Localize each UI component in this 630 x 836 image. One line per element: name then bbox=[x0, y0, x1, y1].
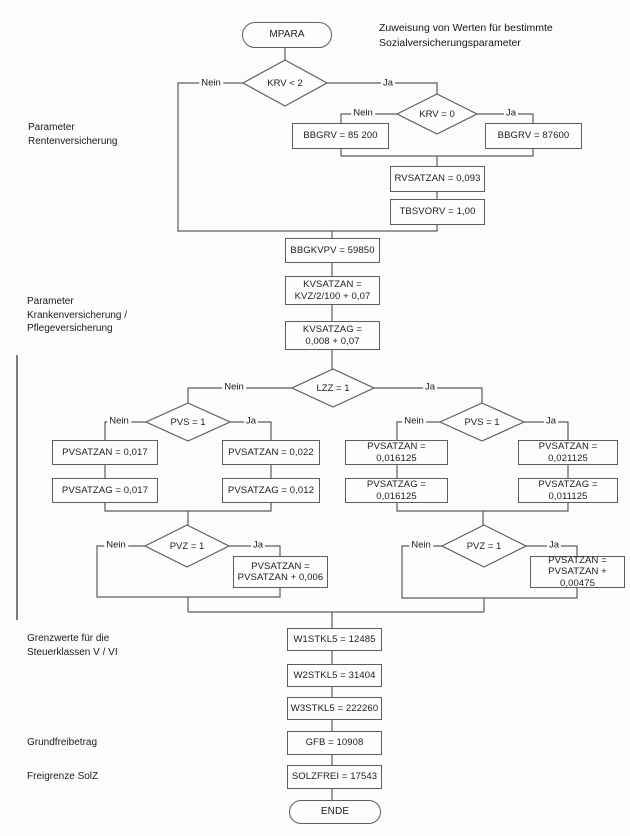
branch-label-nein: Nein bbox=[409, 539, 433, 551]
process-pvsatzan-a: PVSATZAN = 0,017 bbox=[52, 440, 158, 465]
decision-krv-eq-0: KRV = 0 bbox=[419, 108, 455, 120]
process-bbgrv-ja: BBGRV = 87600 bbox=[485, 123, 582, 149]
branch-label-ja: Ja bbox=[250, 539, 266, 551]
process-rvsatzan: RVSATZAN = 0,093 bbox=[390, 166, 485, 192]
process-line: KVZ/2/100 + 0,07 bbox=[294, 290, 371, 302]
diagram-annotation: Zuweisung von Werten für bestimmte Sozia… bbox=[379, 21, 553, 50]
process-gfb: GFB = 10908 bbox=[287, 731, 382, 755]
process-w1stkl5: W1STKL5 = 12485 bbox=[287, 628, 382, 651]
process-tbsvorv: TBSVORV = 1,00 bbox=[390, 199, 485, 225]
process-solzfrei: SOLZFREI = 17543 bbox=[287, 765, 382, 789]
section-label-line: Krankenversicherung / bbox=[27, 309, 128, 321]
section-label-freigrenze-solz: Freigrenze SolZ bbox=[27, 771, 99, 782]
section-label-line: Parameter bbox=[27, 296, 74, 307]
process-line: PVSATZAN + 0,006 bbox=[237, 572, 324, 583]
branch-label-ja: Ja bbox=[243, 415, 259, 427]
branch-label-ja: Ja bbox=[543, 415, 559, 427]
process-line: 0,008 + 0,07 bbox=[305, 335, 360, 347]
process-pvsatzan-d: PVSATZAN = 0,021125 bbox=[518, 440, 618, 465]
section-label-line: Parameter bbox=[28, 122, 75, 133]
process-kvsatzag: KVSATZAG = 0,008 + 0,07 bbox=[285, 321, 380, 350]
process-pvsatzag-c: PVSATZAG = 0,016125 bbox=[345, 478, 448, 503]
decision-krv-lt-2: KRV < 2 bbox=[267, 77, 303, 89]
process-pvsatzag-b: PVSATZAG = 0,012 bbox=[222, 478, 320, 503]
branch-label-nein: Nein bbox=[222, 381, 246, 393]
section-label-line: Grenzwerte für die bbox=[27, 633, 110, 644]
process-pvz-add-left: PVSATZAN = PVSATZAN + 0,006 bbox=[233, 556, 328, 588]
branch-label-ja: Ja bbox=[503, 107, 519, 119]
section-label-line: Steuerklassen V / VI bbox=[27, 646, 118, 658]
process-w3stkl5: W3STKL5 = 222260 bbox=[287, 697, 382, 720]
section-label-line: Pflegeversicherung bbox=[27, 323, 113, 334]
process-pvsatzag-a: PVSATZAG = 0,017 bbox=[52, 478, 158, 503]
branch-label-nein: Nein bbox=[402, 415, 426, 427]
annotation-line-1: Zuweisung von Werten für bestimmte bbox=[379, 22, 553, 34]
branch-label-nein: Nein bbox=[351, 107, 375, 119]
section-label-grundfreibetrag: Grundfreibetrag bbox=[27, 737, 98, 748]
process-line: PVSATZAN = bbox=[251, 560, 310, 572]
decision-lzz: LZZ = 1 bbox=[316, 382, 350, 394]
process-pvsatzan-b: PVSATZAN = 0,022 bbox=[222, 440, 320, 465]
branch-label-ja: Ja bbox=[546, 539, 562, 551]
end-terminator: ENDE bbox=[289, 800, 381, 824]
process-pvsatzan-c: PVSATZAN = 0,016125 bbox=[345, 440, 448, 465]
section-label-line: Rentenversicherung bbox=[28, 135, 118, 147]
process-line: KVSATZAN = bbox=[303, 279, 362, 290]
start-terminator: MPARA bbox=[242, 22, 332, 48]
annotation-line-2: Sozialversicherungsparameter bbox=[379, 36, 521, 49]
decision-pvz-left: PVZ = 1 bbox=[169, 540, 205, 552]
decision-pvs-left: PVS = 1 bbox=[170, 416, 206, 428]
branch-label-nein: Nein bbox=[104, 539, 128, 551]
branch-label-nein: Nein bbox=[107, 415, 131, 427]
branch-label-ja: Ja bbox=[380, 77, 396, 89]
process-w2stkl5: W2STKL5 = 31404 bbox=[287, 664, 382, 687]
process-pvz-add-right: PVSATZAN = PVSATZAN + 0,00475 bbox=[530, 554, 625, 589]
process-kvsatzan: KVSATZAN = KVZ/2/100 + 0,07 bbox=[285, 276, 380, 305]
process-line: PVSATZAN + 0,00475 bbox=[548, 566, 607, 589]
branch-label-nein: Nein bbox=[199, 77, 223, 89]
decision-pvz-right: PVZ = 1 bbox=[466, 540, 502, 552]
process-line: PVSATZAN = bbox=[548, 554, 607, 566]
section-label-rentenversicherung: Parameter Rentenversicherung bbox=[28, 121, 118, 148]
process-bbgrv-nein: BBGRV = 85 200 bbox=[292, 123, 389, 149]
section-label-krankenversicherung: Parameter Krankenversicherung / Pflegeve… bbox=[27, 295, 127, 336]
process-line: KVSATZAG = bbox=[302, 324, 363, 335]
section-label-grenzwerte: Grenzwerte für die Steuerklassen V / VI bbox=[27, 632, 118, 659]
branch-label-ja: Ja bbox=[422, 381, 438, 393]
process-pvsatzag-d: PVSATZAG = 0,011125 bbox=[518, 478, 618, 503]
decision-pvs-right: PVS = 1 bbox=[464, 416, 500, 428]
process-bbgkvpv: BBGKVPV = 59850 bbox=[285, 238, 380, 263]
